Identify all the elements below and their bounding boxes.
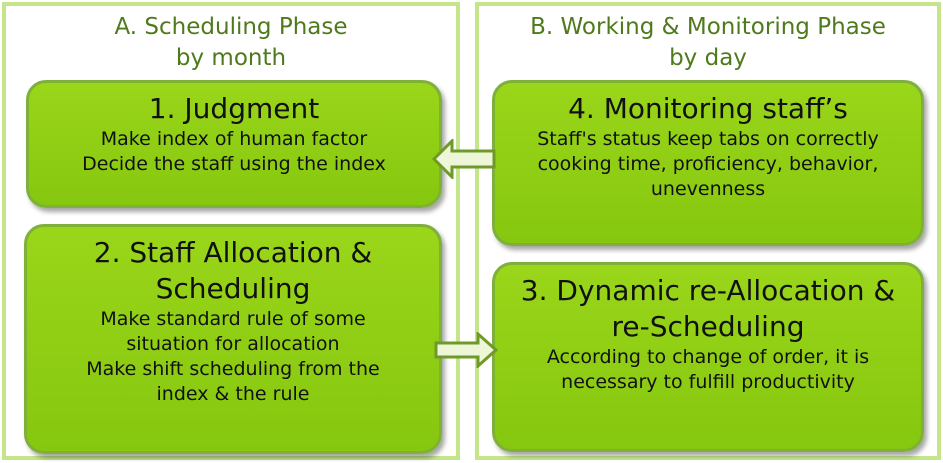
judgment-title: 1. Judgment [148, 92, 320, 125]
staff-allocation-line: Make shift scheduling from the [86, 358, 380, 380]
staff-allocation-line: index & the rule [156, 383, 310, 405]
phase-a-title: A. Scheduling Phase [114, 14, 348, 40]
staff-allocation-title: 2. Staff Allocation & [93, 236, 373, 269]
dynamic-reallocation-title: 3. Dynamic re-Allocation & [520, 274, 896, 307]
phase-b-subtitle: by day [669, 45, 747, 71]
scheduling-phase-heading: A. Scheduling Phase by month [6, 12, 456, 74]
dynamic-reallocation-title: re-Scheduling [611, 310, 805, 343]
monitoring-staff-line: Staff's status keep tabs on correctly [537, 128, 879, 150]
working-monitoring-phase-heading: B. Working & Monitoring Phase by day [479, 12, 937, 74]
dynamic-reallocation-line: necessary to fulfill productivity [561, 371, 855, 393]
judgment-line: Decide the staff using the index [82, 153, 386, 175]
dynamic-reallocation-card: 3. Dynamic re-Allocation & re-Scheduling… [492, 262, 924, 452]
staff-allocation-line: situation for allocation [126, 333, 340, 355]
staff-allocation-title: Scheduling [155, 272, 311, 305]
judgment-line: Make index of human factor [100, 128, 368, 150]
monitoring-staff-line: cooking time, proficiency, behavior, [537, 153, 879, 175]
phase-a-subtitle: by month [175, 45, 287, 71]
dynamic-reallocation-line: According to change of order, it is [546, 346, 870, 368]
phase-b-title: B. Working & Monitoring Phase [530, 14, 886, 40]
staff-allocation-line: Make standard rule of some [100, 308, 366, 330]
left-arrow-icon [432, 139, 496, 179]
staff-allocation-card: 2. Staff Allocation & Scheduling Make st… [24, 224, 442, 454]
monitoring-staff-title: 4. Monitoring staff’s [568, 92, 848, 125]
monitoring-staff-line: unevenness [650, 178, 766, 200]
judgment-card: 1. Judgment Make index of human factor D… [26, 80, 442, 208]
monitoring-staff-card: 4. Monitoring staff’s Staff's status kee… [492, 80, 924, 246]
right-arrow-icon [434, 332, 498, 368]
